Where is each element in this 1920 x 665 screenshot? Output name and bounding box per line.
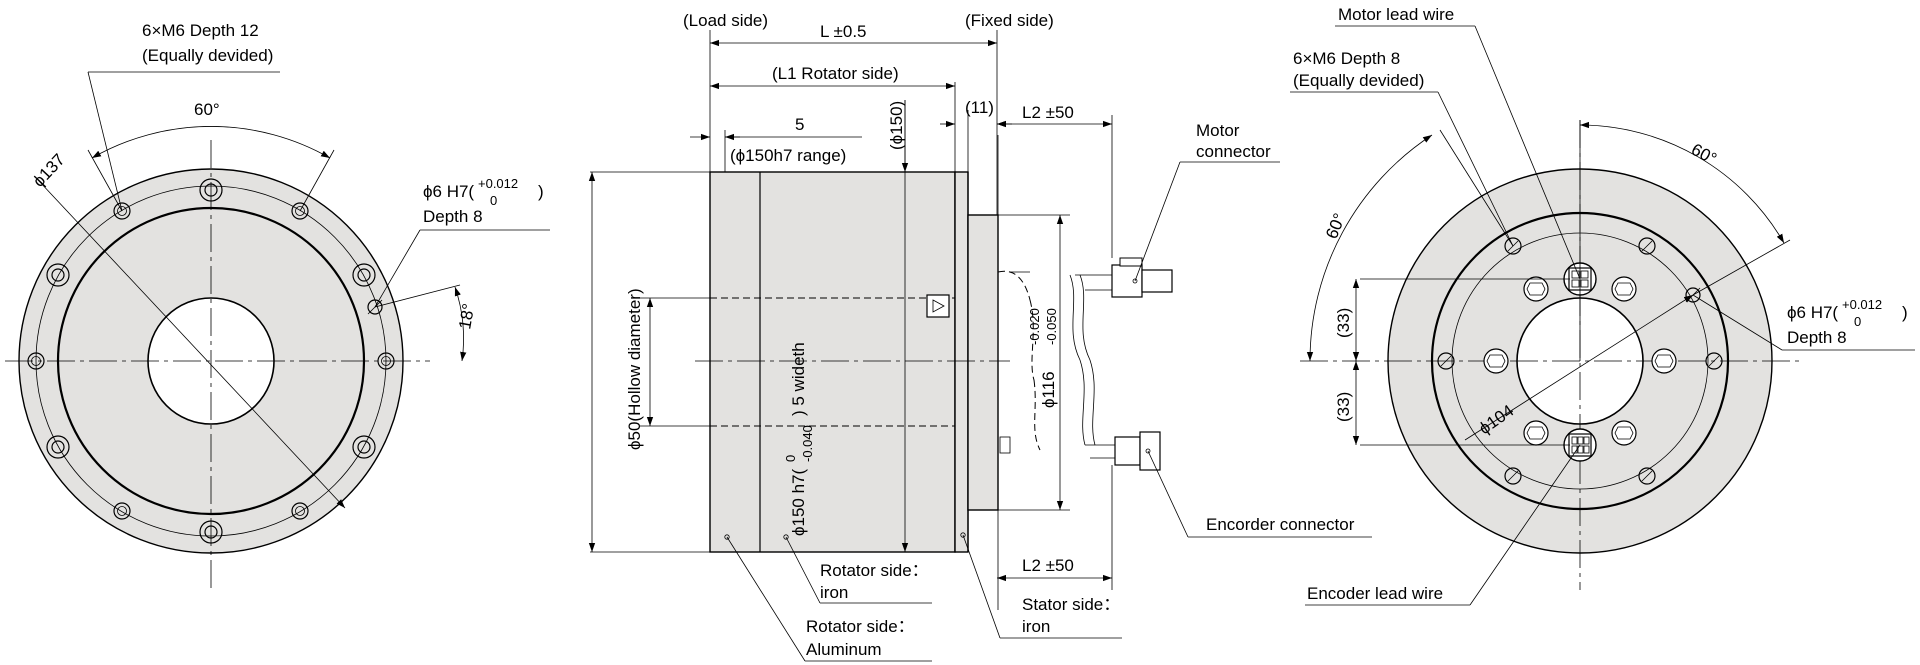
motor-connector-shape xyxy=(1111,257,1173,298)
middle-stator-tol-lower: -0.050 xyxy=(1044,308,1059,345)
right-pin-tol-lower: 0 xyxy=(1854,314,1861,329)
left-m6-hole xyxy=(113,202,131,220)
left-holes-label-1: 6×M6 Depth 12 xyxy=(142,21,259,40)
middle-load-side: (Load side) xyxy=(683,11,768,30)
right-m6-hole xyxy=(1705,352,1723,370)
left-m6-hole xyxy=(27,352,45,370)
right-pin-tol-upper: +0.012 xyxy=(1842,297,1882,312)
right-pin-depth: Depth 8 xyxy=(1787,328,1847,347)
middle-outer-suffix: ) 5 wideth xyxy=(789,342,808,416)
left-view: ϕ137 60° 6×M6 Depth 12 (Equally devided)… xyxy=(5,21,550,590)
right-view: ϕ104 (33) (33) 60° 60° Motor lead wire 6… xyxy=(1290,5,1915,606)
left-m6-hole xyxy=(377,352,395,370)
left-counterbore-hole xyxy=(199,178,223,202)
right-pin-label-close: ) xyxy=(1902,303,1908,322)
left-18deg-arc xyxy=(454,286,467,362)
middle-dim-L2-top-label: L2 ±50 xyxy=(1022,103,1074,122)
middle-hollow-dia: ϕ50(Hollow diameter) xyxy=(625,288,644,450)
left-m6-hole xyxy=(113,502,131,520)
right-dim-33-bottom-label: (33) xyxy=(1334,392,1353,422)
middle-view: L ±0.5 (Load side) (Fixed side) (L1 Rota… xyxy=(588,11,1372,662)
left-pin-hole xyxy=(367,299,383,315)
right-holes-label-1: 6×M6 Depth 8 xyxy=(1293,49,1400,68)
left-pin-tol-lower: 0 xyxy=(490,193,497,208)
rotator-al-label-2: Aluminum xyxy=(806,640,882,659)
motor-connector-label-2: connector xyxy=(1196,142,1271,161)
right-hex-bolt xyxy=(1651,348,1677,374)
left-pin-label-close: ) xyxy=(538,182,544,201)
right-60deg-arc-a xyxy=(1579,121,1785,244)
motor-connector-label-1: Motor xyxy=(1196,121,1240,140)
rotator-iron-label-1: Rotator side： xyxy=(820,561,929,580)
left-holes-label-2: (Equally devided) xyxy=(142,46,273,65)
right-dim-33-top-label: (33) xyxy=(1334,308,1353,338)
right-hex-bolt xyxy=(1483,348,1509,374)
left-counterbore-hole xyxy=(352,435,376,459)
rotator-iron-label-2: iron xyxy=(820,583,848,602)
left-counterbore-hole xyxy=(46,263,70,287)
middle-dot-stator xyxy=(960,532,966,538)
right-m6-hole xyxy=(1437,352,1455,370)
right-hex-bolt xyxy=(1611,276,1637,302)
left-dia137-label: ϕ137 xyxy=(29,150,69,191)
right-hex-bolt xyxy=(1523,276,1549,302)
middle-nameplate-mark xyxy=(926,294,950,318)
encoder-connector-label: Encorder connector xyxy=(1206,515,1355,534)
left-m6-hole xyxy=(291,502,309,520)
stator-iron-label-1: Stator side： xyxy=(1022,595,1120,614)
left-60deg-arc xyxy=(91,126,331,159)
left-counterbore-hole xyxy=(352,263,376,287)
left-m6-holes xyxy=(27,202,395,520)
middle-outer-tol-lower: -0.040 xyxy=(800,425,815,462)
middle-dim-L-label: L ±0.5 xyxy=(820,22,867,41)
right-hex-bolts xyxy=(1483,276,1677,446)
left-counterbore-hole xyxy=(199,520,223,544)
right-60deg-b-label: 60° xyxy=(1322,211,1349,242)
right-hex-bolt xyxy=(1523,420,1549,446)
middle-dim-L2-bottom-label: L2 ±50 xyxy=(1022,556,1074,575)
middle-dot-aluminum xyxy=(724,534,730,540)
middle-stator-plate xyxy=(954,171,969,553)
middle-stator-boss xyxy=(967,214,999,511)
rotator-al-label-1: Rotator side： xyxy=(806,617,915,636)
middle-phi150-ref: (ϕ150) xyxy=(887,101,906,150)
middle-dim-L1-label: (L1 Rotator side) xyxy=(772,64,899,83)
middle-dim-5: 5 xyxy=(795,115,804,134)
right-m6-holes xyxy=(1437,237,1723,485)
left-counterbore-holes xyxy=(46,178,376,544)
middle-rotor-body xyxy=(709,171,956,553)
right-m6-hole xyxy=(1504,237,1522,255)
middle-outer-dia: ϕ150 h7( xyxy=(789,468,808,536)
right-dia104-line xyxy=(1464,294,1694,441)
left-18deg-label: 18° xyxy=(455,302,478,331)
right-60deg-a-label: 60° xyxy=(1688,140,1720,169)
left-pin-label: ϕ6 H7( xyxy=(423,182,474,201)
right-encoder-lead-label: Encoder lead wire xyxy=(1307,584,1443,603)
right-m6-hole xyxy=(1638,467,1656,485)
right-pin-label: ϕ6 H7( xyxy=(1787,303,1838,322)
middle-fixed-side: (Fixed side) xyxy=(965,11,1054,30)
left-m6-hole xyxy=(291,202,309,220)
middle-dim-11: (11) xyxy=(965,98,994,117)
middle-stator-tol-upper: -0.020 xyxy=(1027,308,1042,345)
left-60deg-label: 60° xyxy=(194,100,220,119)
left-pin-depth: Depth 8 xyxy=(423,207,483,226)
left-dia137-line xyxy=(37,179,346,509)
middle-outer-tol-upper: 0 xyxy=(783,455,798,462)
encoder-connector-shape xyxy=(1114,431,1161,471)
right-holes-label-2: (Equally devided) xyxy=(1293,71,1424,90)
left-pin-tol-upper: +0.012 xyxy=(478,176,518,191)
right-hex-bolt xyxy=(1611,420,1637,446)
right-m6-hole xyxy=(1504,467,1522,485)
left-counterbore-hole xyxy=(46,435,70,459)
right-motor-lead-label: Motor lead wire xyxy=(1338,5,1454,24)
middle-stator-dia: ϕ116 xyxy=(1039,371,1058,408)
stator-iron-label-2: iron xyxy=(1022,617,1050,636)
right-60deg-arc-b xyxy=(1306,134,1433,362)
middle-dim-5-note: (ϕ150h7 range) xyxy=(730,146,846,165)
middle-dot-iron xyxy=(783,534,789,540)
